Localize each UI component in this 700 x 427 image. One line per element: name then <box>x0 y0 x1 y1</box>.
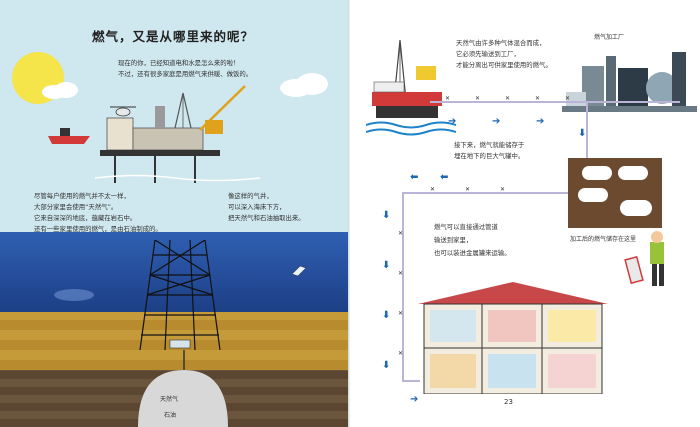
storage-tanks-illustration <box>568 158 662 228</box>
pipe-marker: ✕ <box>535 95 541 102</box>
para1-line-1: 天然气由许多种气体混合而成， <box>456 39 546 47</box>
flow-arrow-right: ➔ <box>410 394 419 405</box>
oil-label: 石油 <box>164 412 177 419</box>
para3-line-3: 也可以装进金属罐来运输。 <box>434 249 511 257</box>
intro-line-1: 现在的你，已经知道电和水是怎么来的啦！ <box>118 59 240 67</box>
flow-arrow-down: ⬇ <box>382 360 391 371</box>
para2-line-1: 接下来，燃气就能储存于 <box>454 141 525 149</box>
pipe-marker: ✕ <box>505 95 511 102</box>
para1-line-2: 它必须先输送到工厂， <box>456 50 520 58</box>
flow-arrow-down: ⬇ <box>578 128 587 139</box>
whale-illustration <box>54 289 94 301</box>
page-number: 23 <box>504 398 513 406</box>
body-left-line-2: 大部分家里会使用“天然气”。 <box>34 203 118 211</box>
pipe-to-tank <box>586 101 588 159</box>
para2-line-2: 埋在地下的巨大气罐中。 <box>454 152 525 160</box>
flow-arrow-down: ⬇ <box>382 260 391 271</box>
pipe-marker: ✕ <box>430 186 436 193</box>
small-platform-illustration <box>366 39 456 136</box>
pipe-marker: ✕ <box>565 95 571 102</box>
flow-arrow-right: ➔ <box>448 116 457 127</box>
pipe-marker: ✕ <box>445 95 451 102</box>
flow-arrow-right: ➔ <box>536 116 545 127</box>
factory-label: 燃气加工厂 <box>594 34 625 41</box>
storage-label: 加工后的燃气储存在这里 <box>570 236 637 243</box>
pipe-marker: ✕ <box>398 230 404 237</box>
body-left-line-3: 它来自深深的地底，蕴藏在岩石中。 <box>34 214 137 222</box>
flow-arrow-left: ⬅ <box>410 172 419 183</box>
flow-arrow-left: ⬅ <box>440 172 449 183</box>
flow-arrow-down: ⬇ <box>382 210 391 221</box>
pipe-top <box>430 101 680 103</box>
pipe-marker: ✕ <box>500 186 506 193</box>
pipe-marker: ✕ <box>398 270 404 277</box>
house-illustration <box>418 282 608 394</box>
cloud-illustration <box>42 82 78 99</box>
para3-line-2: 输送到家里， <box>434 236 473 244</box>
pipe-middle <box>402 192 570 194</box>
pipe-marker: ✕ <box>465 186 471 193</box>
oil-platform-illustration <box>95 85 260 183</box>
gas-pocket-illustration <box>138 350 228 427</box>
body-right-line-2: 可以深入海床下方， <box>228 203 286 211</box>
natural-gas-label: 天然气 <box>160 396 179 403</box>
page-title: 燃气，又是从哪里来的呢？ <box>92 29 255 44</box>
flow-arrow-right: ➔ <box>492 116 501 127</box>
pipe-to-house <box>402 380 420 382</box>
drilling-rig-illustration <box>139 240 221 351</box>
cloud-illustration <box>280 73 328 97</box>
pipe-down <box>402 192 404 380</box>
gas-factory-illustration <box>562 52 697 112</box>
fish-illustration <box>291 265 307 277</box>
body-left-line-4: 还有一些家里使用的燃气，是由石油制成的。 <box>34 225 162 233</box>
intro-line-2: 不过，还有很多家庭是用燃气来供暖、做饭的。 <box>118 70 253 78</box>
flow-arrow-down: ⬇ <box>382 310 391 321</box>
helicopter-illustration <box>110 106 136 117</box>
worker-illustration <box>624 231 664 286</box>
pipe-marker: ✕ <box>475 95 481 102</box>
pipe-marker: ✕ <box>398 310 404 317</box>
body-right-line-1: 像这样的气井， <box>228 192 273 200</box>
body-left-line-1: 尽管每户使用的燃气并不太一样， <box>34 192 130 200</box>
left-page: 燃气，又是从哪里来的呢？ 现在的你，已经知道电和水是怎么来的啦！ 不过，还有很多… <box>0 0 350 427</box>
para1-line-3: 才能分离出可供家里使用的燃气。 <box>456 61 552 69</box>
body-right-line-3: 把天然气和石油抽取出来。 <box>228 214 305 222</box>
pipe-marker: ✕ <box>398 350 404 357</box>
right-page: 天然气由许多种气体混合而成， 它必须先输送到工厂， 才能分离出可供家里使用的燃气… <box>350 0 700 427</box>
boat-illustration <box>48 128 90 144</box>
para3-line-1: 燃气可以直接通过管道 <box>434 223 498 231</box>
